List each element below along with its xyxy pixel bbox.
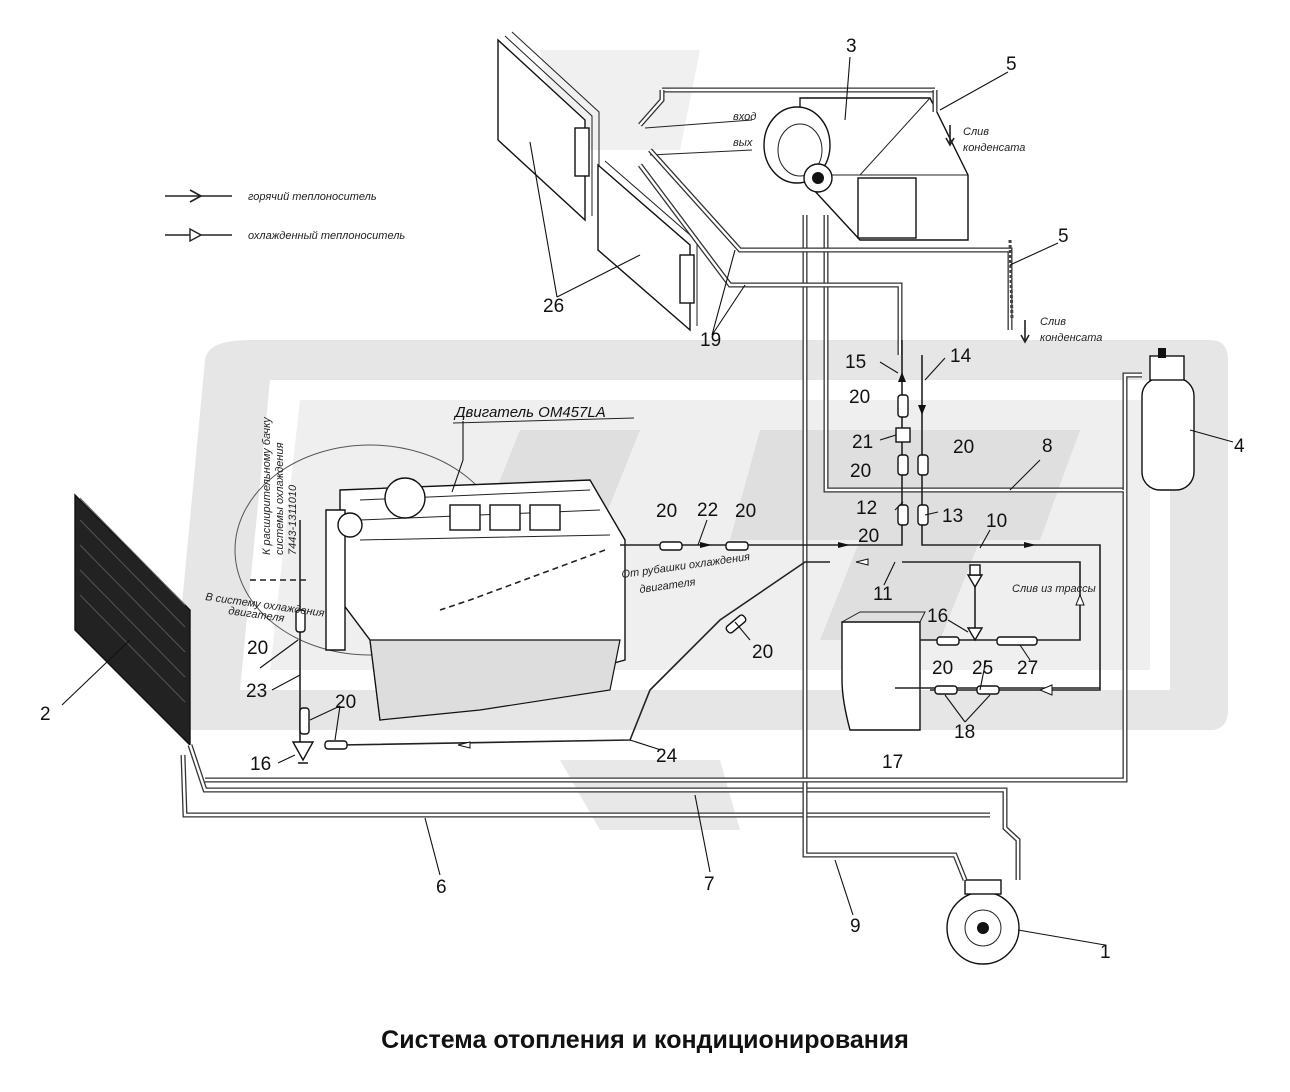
refrigerant-lines (180, 90, 1142, 881)
callout-18: 18 (954, 722, 975, 743)
engine-om457la (234, 444, 626, 721)
drain-note-1b-text: конденсата (963, 142, 1025, 154)
callout-7: 7 (704, 874, 715, 895)
callout-6: 6 (436, 877, 447, 898)
callout-19: 19 (700, 330, 721, 351)
callout-1: 1 (1100, 942, 1111, 963)
callout-5a: 5 (1006, 54, 1017, 75)
diagram-caption: Система отопления и кондиционирования (381, 1026, 909, 1054)
callout-16b: 16 (927, 606, 948, 627)
callout-17: 17 (882, 752, 903, 773)
fittings (291, 394, 1038, 764)
compressor (946, 879, 1020, 965)
callout-22: 22 (697, 500, 718, 521)
legend-cooled-text: охлажденный теплоноситель (248, 230, 405, 242)
callout-25: 25 (972, 658, 993, 679)
callout-20b: 20 (850, 461, 871, 482)
leader-lines (61, 56, 1234, 946)
callout-21: 21 (852, 432, 873, 453)
callout-5b: 5 (1058, 226, 1069, 247)
callout-20j: 20 (932, 658, 953, 679)
callout-24: 24 (656, 746, 678, 767)
callout-20e: 20 (656, 501, 677, 522)
callout-11: 11 (873, 584, 893, 605)
ac-outlet-text: вых (733, 137, 753, 149)
callout-9: 9 (850, 916, 861, 937)
legend-hot-arrow-icon (189, 189, 203, 203)
legend: горячий теплоноситель охлажденный теплон… (165, 189, 405, 243)
callout-12: 12 (856, 498, 877, 519)
engine-label: Двигатель OM457LA (453, 404, 606, 421)
callout-numbers: 1 2 3 4 5 5 6 7 8 9 10 11 12 13 14 15 16… (40, 36, 1245, 963)
callout-2: 2 (40, 704, 51, 725)
callout-26: 26 (543, 296, 564, 317)
legend-cooled-arrow-icon (189, 227, 203, 243)
callout-20f: 20 (735, 501, 756, 522)
drain-note-2-text: Слив (1040, 316, 1066, 328)
callout-20d: 20 (858, 526, 879, 547)
roof-ac-unit (662, 87, 969, 241)
callout-20g: 20 (752, 642, 773, 663)
callout-13: 13 (942, 506, 963, 527)
receiver-dryer (1141, 348, 1195, 491)
drain-from-line-text: Слив из трассы (1012, 583, 1096, 595)
watermark-logo (171, 50, 1229, 830)
callout-27: 27 (1017, 658, 1038, 679)
independent-heater (841, 611, 926, 731)
callout-4: 4 (1234, 436, 1245, 457)
callout-23: 23 (246, 681, 267, 702)
expansion-note2-text: системы охлаждения (274, 442, 286, 555)
callout-20a: 20 (849, 387, 870, 408)
drain-note-1-text: Слив (963, 126, 989, 138)
expansion-note-text: К расширительному бачку (261, 416, 273, 555)
expansion-note3-text: 7443-1311010 (287, 484, 299, 555)
callout-10: 10 (986, 511, 1007, 532)
condenser (74, 493, 191, 747)
callout-14: 14 (950, 346, 972, 367)
drain-note-2b-text: конденсата (1040, 332, 1102, 344)
callout-8: 8 (1042, 436, 1053, 457)
callout-15: 15 (845, 352, 866, 373)
coolant-lines (250, 340, 1101, 749)
callout-3: 3 (846, 36, 857, 57)
callout-20c: 20 (953, 437, 974, 458)
callout-20i: 20 (335, 692, 356, 713)
callout-20h: 20 (247, 638, 268, 659)
legend-hot-text: горячий теплоноситель (248, 191, 377, 203)
callout-16a: 16 (250, 754, 271, 775)
